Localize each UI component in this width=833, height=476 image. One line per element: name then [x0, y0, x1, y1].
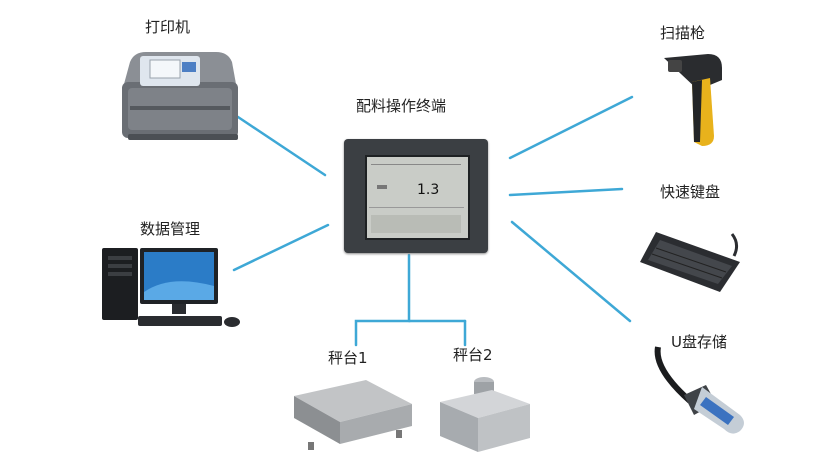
scale1-label: 秤台1	[328, 349, 368, 367]
screen-bottom-panel	[371, 215, 461, 233]
scanner-label: 扫描枪	[660, 24, 706, 42]
scanner-connector	[508, 95, 634, 160]
screen-value: 1.3	[417, 182, 440, 198]
pc-label: 数据管理	[140, 220, 201, 238]
scale2-label: 秤台2	[453, 346, 493, 364]
printer-icon	[122, 52, 238, 140]
usb-label: U盘存储	[671, 333, 727, 351]
scanner-icon	[664, 54, 722, 146]
keyboard-connector	[508, 187, 624, 197]
scale2-icon	[440, 377, 530, 452]
usb-icon	[654, 346, 744, 434]
screen-line-top	[371, 164, 461, 165]
printer-label: 打印机	[145, 18, 191, 36]
terminal-screen: 1.3	[365, 155, 470, 240]
keyboard-label: 快速键盘	[660, 183, 721, 201]
scales-connector	[354, 253, 411, 347]
screen-bar	[377, 185, 387, 189]
usb-connector	[510, 220, 632, 323]
pc-connector	[232, 223, 330, 272]
scale1-icon	[294, 380, 412, 450]
printer-connector	[236, 115, 327, 177]
operation-terminal: 1.3	[344, 139, 488, 253]
keyboard-icon	[640, 232, 740, 292]
pc-icon	[102, 248, 240, 327]
screen-line-mid	[369, 207, 464, 208]
center-label: 配料操作终端	[356, 97, 447, 115]
